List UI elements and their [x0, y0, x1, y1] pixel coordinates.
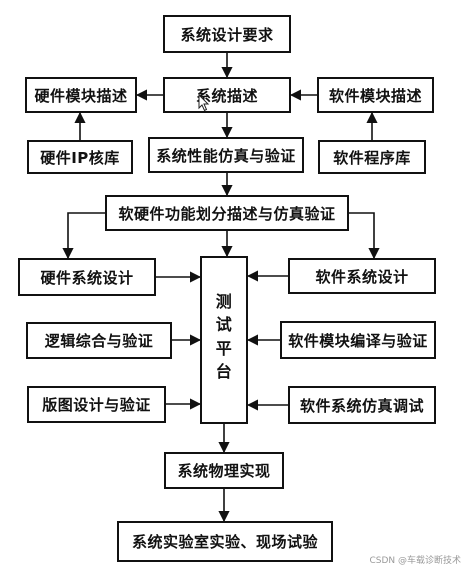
box-hw-ip-library: 硬件IP核库: [27, 140, 133, 174]
box-sw-compile-verify: 软件模块编译与验证: [280, 321, 436, 359]
test-platform-char: 台: [215, 362, 233, 382]
box-layout-design: 版图设计与验证: [27, 386, 166, 423]
box-lab-field-test: 系统实验室实验、现场试验: [117, 521, 333, 562]
box-system-desc: 系统描述: [163, 77, 291, 113]
box-test-platform: 测 试 平 台: [200, 256, 248, 424]
box-physical-implementation: 系统物理实现: [164, 452, 284, 489]
test-platform-char: 平: [215, 338, 233, 358]
box-hw-sw-partition: 软硬件功能划分描述与仿真验证: [105, 195, 349, 231]
test-platform-char: 试: [215, 315, 233, 335]
box-sw-module-desc: 软件模块描述: [317, 77, 434, 113]
box-hw-module-desc: 硬件模块描述: [25, 77, 137, 113]
arrow-partition-to-sw-design: [349, 212, 380, 260]
arrow-partition-to-hw-design: [62, 212, 105, 260]
box-software-library: 软件程序库: [318, 140, 426, 174]
box-logic-synthesis: 逻辑综合与验证: [26, 322, 172, 359]
box-sw-system-design: 软件系统设计: [288, 258, 436, 294]
box-performance-simulation: 系统性能仿真与验证: [148, 137, 304, 173]
box-hw-system-design: 硬件系统设计: [18, 258, 156, 296]
watermark-text: CSDN @车载诊断技术: [369, 556, 461, 566]
test-platform-char: 测: [215, 291, 233, 311]
box-sw-simulation-debug: 软件系统仿真调试: [288, 386, 436, 424]
box-design-requirements: 系统设计要求: [163, 15, 291, 53]
mouse-pointer-icon: [198, 94, 210, 112]
